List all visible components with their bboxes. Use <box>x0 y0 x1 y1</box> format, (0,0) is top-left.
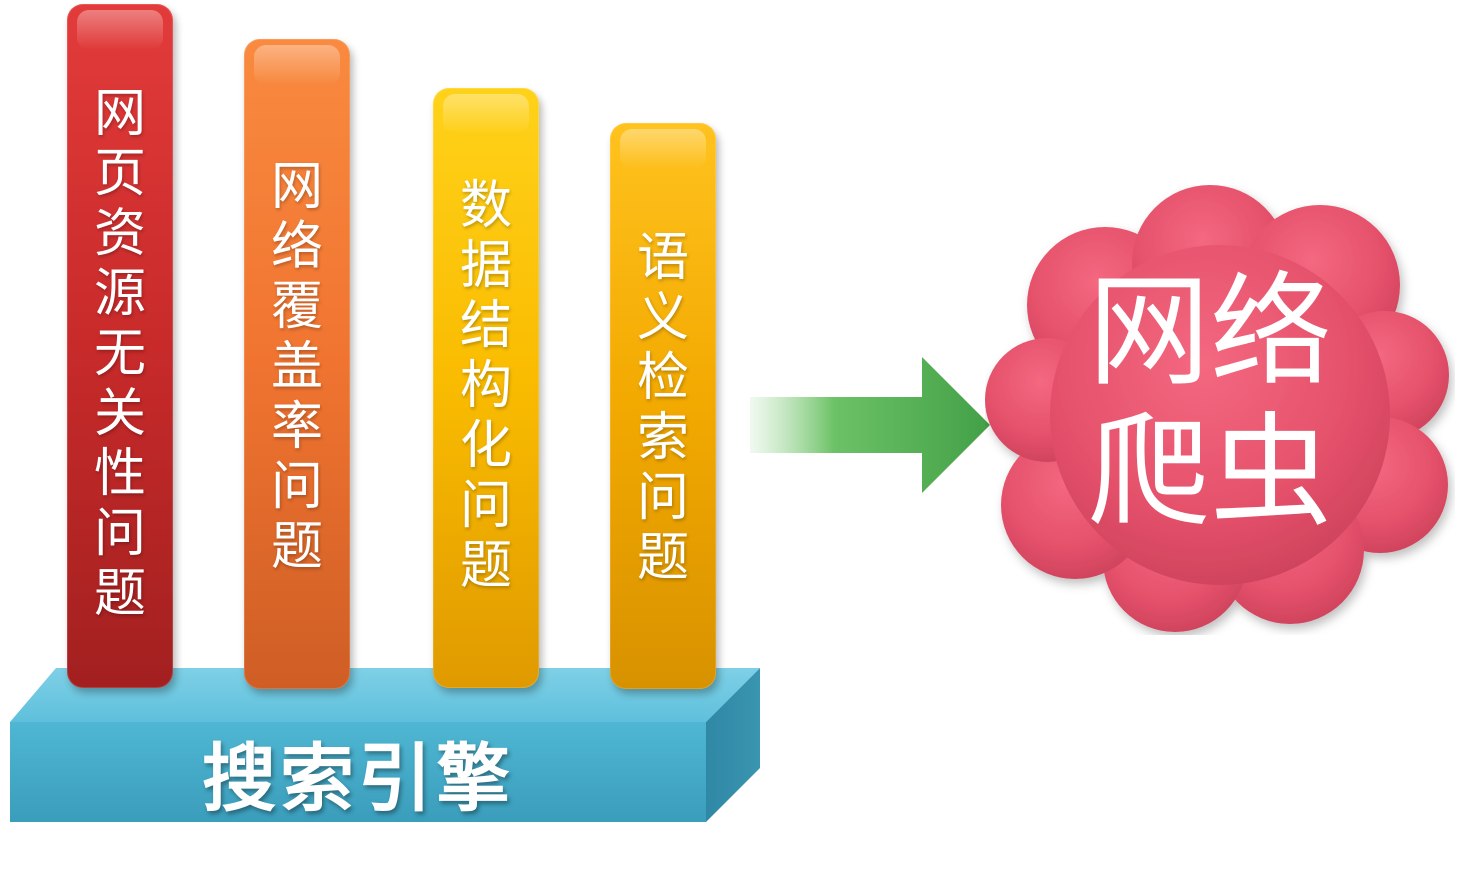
right-arrow-icon <box>750 357 990 493</box>
pillar-label: 语义检索问题 <box>636 228 689 588</box>
pillar-network-coverage: 网络覆盖率问题 <box>244 39 350 689</box>
base-label: 搜索引擎 <box>202 735 514 822</box>
pillar-semantic-retrieval: 语义检索问题 <box>610 123 716 689</box>
web-crawler-cloud <box>985 185 1449 632</box>
pillar-label: 网络覆盖率问题 <box>270 157 323 577</box>
cloud-label: 网络爬虫 <box>1088 261 1332 543</box>
pillar-label: 网页资源无关性问题 <box>93 84 146 624</box>
pillar-label: 数据结构化问题 <box>459 176 512 596</box>
pillar-webpage-relevance: 网页资源无关性问题 <box>67 4 173 688</box>
pillar-data-structuring: 数据结构化问题 <box>433 88 539 688</box>
